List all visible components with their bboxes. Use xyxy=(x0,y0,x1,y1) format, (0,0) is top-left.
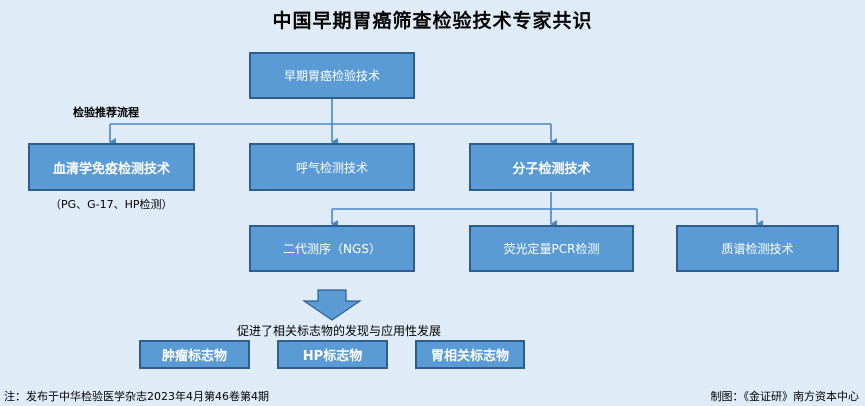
root-node: 早期胃癌检验技术 xyxy=(249,52,415,99)
breath-node: 呼气检测技术 xyxy=(249,143,415,191)
ms-node: 质谱检测技术 xyxy=(676,225,839,272)
footer-credit: 制图：《金证研》南方资本中心 xyxy=(710,390,860,403)
recommended-flow-label: 检验推荐流程 xyxy=(73,106,139,119)
arrow-caption: 促进了相关标志物的发现与应用性发展 xyxy=(237,324,442,338)
footer-source: 注：发布于中华检验医学杂志2023年4月第46卷第4期 xyxy=(4,390,269,403)
serology-node: 血清学免疫检测技术 xyxy=(28,143,195,191)
ngs-node: 二代测序（NGS） xyxy=(249,225,415,272)
marker-tumor: 肿瘤标志物 xyxy=(139,340,250,369)
pcr-node: 荧光定量PCR检测 xyxy=(469,225,634,272)
molecular-node: 分子检测技术 xyxy=(469,143,634,191)
marker-gastric: 胃相关标志物 xyxy=(415,340,525,369)
down-arrow-icon xyxy=(302,289,362,321)
marker-hp: HP标志物 xyxy=(277,340,388,369)
serology-note: （PG、G-17、HP检测） xyxy=(50,198,173,211)
diagram-title: 中国早期胃癌筛查检验技术专家共识 xyxy=(272,10,593,32)
